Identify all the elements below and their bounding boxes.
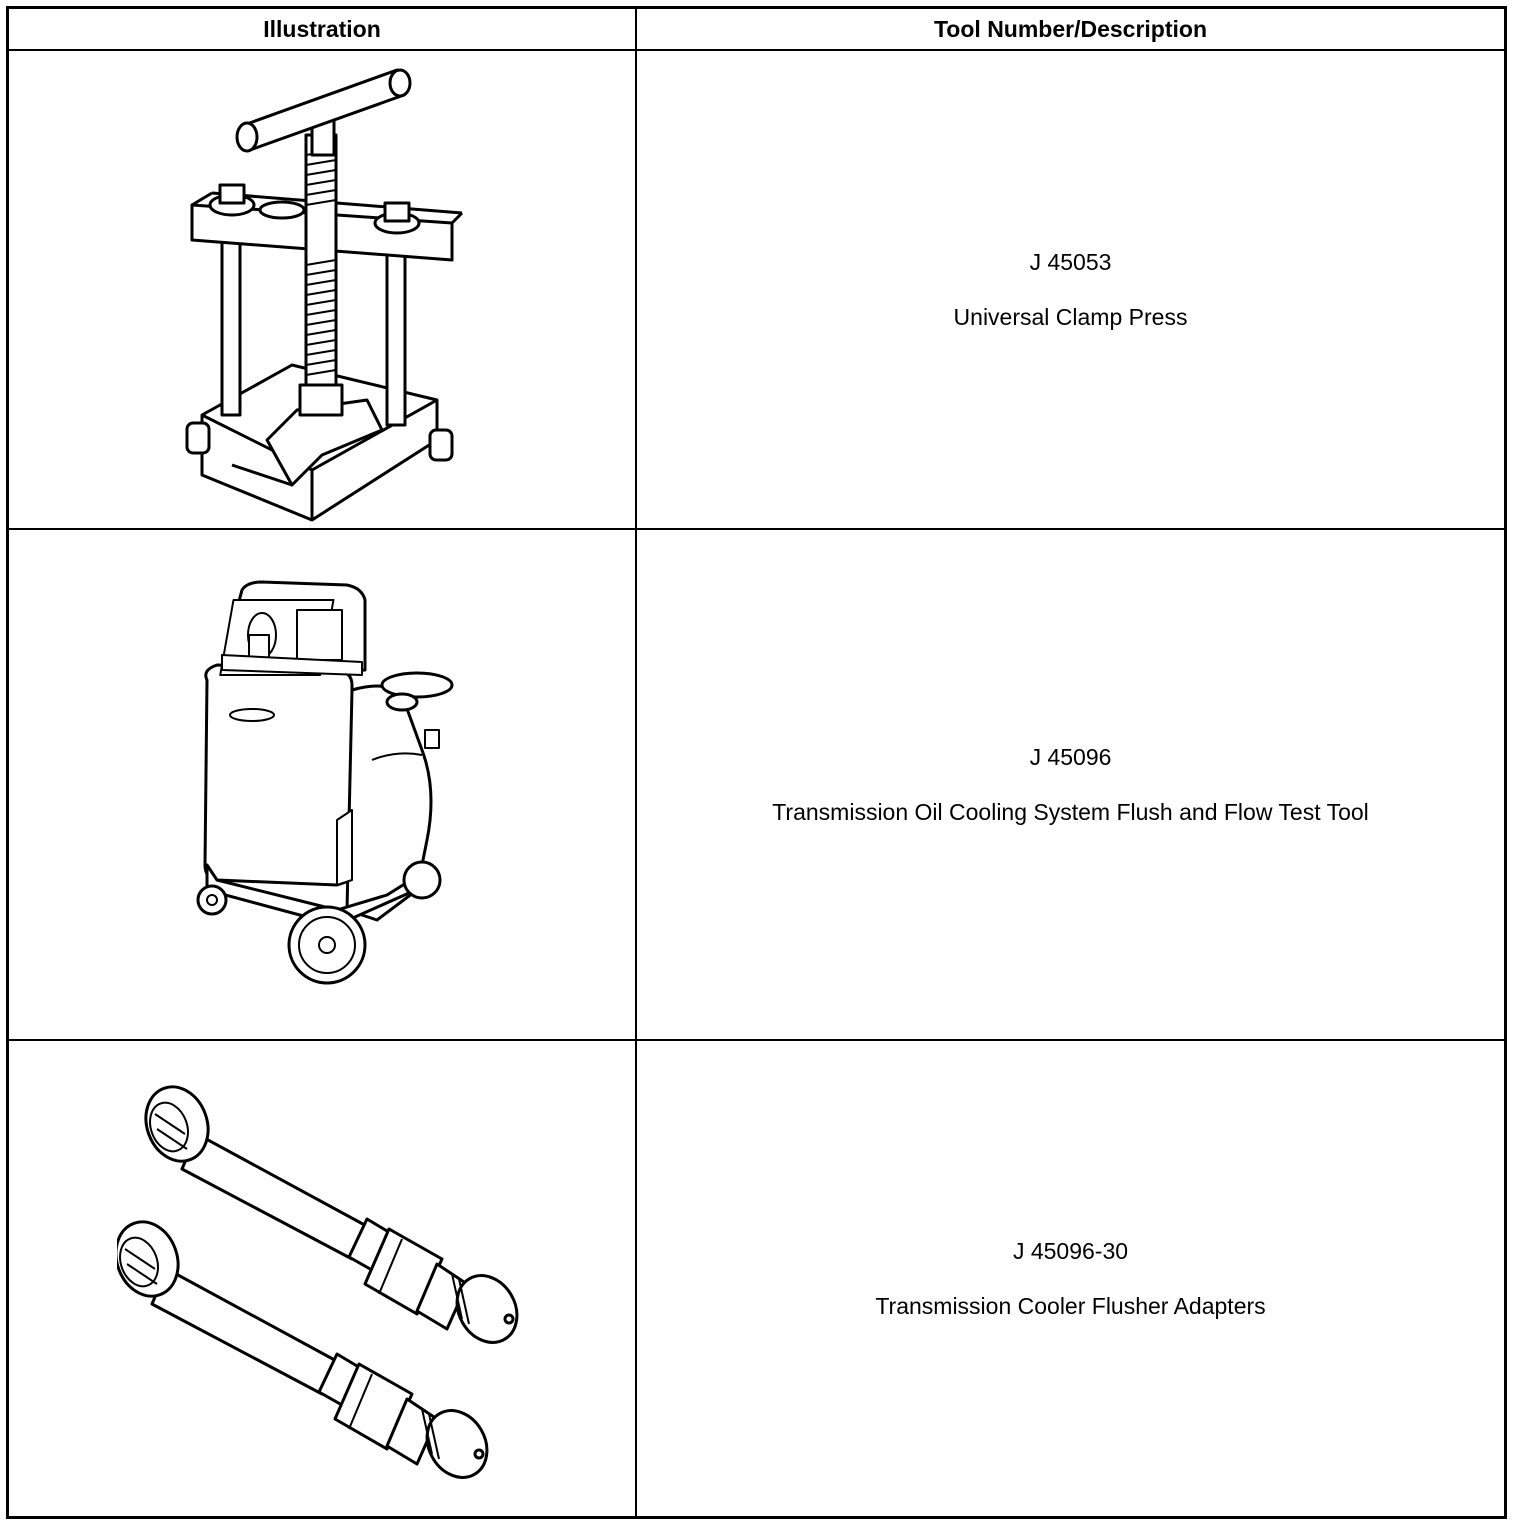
illustration-cell [9,51,637,528]
illustration-header: Illustration [9,9,637,49]
tool-description: Transmission Cooler Flusher Adapters [875,1292,1266,1319]
tool-number: J 45053 [1029,248,1112,275]
tool-description-cell: J 45053 Universal Clamp Press [637,51,1504,528]
table-header-row: Illustration Tool Number/Description [9,9,1504,51]
illustration-cell [9,1041,637,1516]
tool-description: Universal Clamp Press [953,303,1188,330]
flush-flow-test-tool-icon [196,580,454,984]
universal-clamp-press-icon [185,68,464,521]
cooler-flusher-adapters-icon [117,1084,519,1479]
tool-description: Transmission Oil Cooling System Flush an… [772,798,1369,825]
table-row: J 45096-30 Transmission Cooler Flusher A… [9,1041,1504,1516]
tool-table: Illustration Tool Number/Description [6,6,1507,1519]
tool-description-cell: J 45096-30 Transmission Cooler Flusher A… [637,1041,1504,1516]
tool-number: J 45096-30 [1012,1237,1129,1264]
table-row: J 45096 Transmission Oil Cooling System … [9,530,1504,1041]
table-row: J 45053 Universal Clamp Press [9,51,1504,530]
illustration-cell [9,530,637,1039]
tool-number: J 45096 [1029,743,1112,770]
tool-description-cell: J 45096 Transmission Oil Cooling System … [637,530,1504,1039]
tool-description-header: Tool Number/Description [933,15,1208,42]
